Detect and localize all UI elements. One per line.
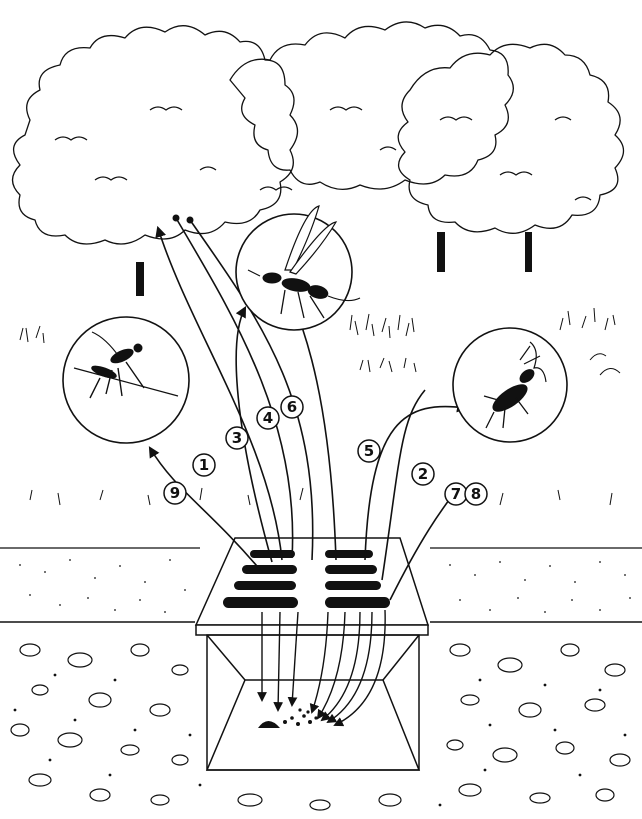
numbered-markers: 1 2 3 4 5 6 7 8	[164, 396, 487, 505]
marker-2: 2	[412, 463, 434, 485]
marker-5: 5	[358, 440, 380, 462]
trap-chamber	[207, 635, 419, 770]
inset-center-insect	[236, 206, 360, 330]
svg-text:2: 2	[418, 465, 428, 483]
marker-4: 4	[257, 407, 279, 429]
emergence-trap	[196, 538, 428, 770]
marker-8: 8	[465, 483, 487, 505]
nest-material	[258, 708, 318, 728]
inset-right-insect	[453, 328, 567, 442]
inset-left-insect	[63, 317, 189, 443]
marker-9: 9	[164, 482, 186, 504]
trap-front-rim	[196, 625, 428, 635]
svg-text:6: 6	[287, 398, 297, 416]
marker-1: 1	[193, 454, 215, 476]
soil-pebbles	[11, 644, 630, 810]
trap-chamber-floor	[207, 680, 419, 770]
svg-text:7: 7	[451, 485, 461, 503]
svg-text:4: 4	[263, 409, 273, 427]
marker-3: 3	[226, 427, 248, 449]
svg-text:8: 8	[471, 485, 481, 503]
svg-text:5: 5	[364, 442, 374, 460]
svg-text:9: 9	[170, 484, 180, 502]
marker-7: 7	[445, 483, 467, 505]
svg-text:3: 3	[232, 429, 242, 447]
svg-text:1: 1	[199, 456, 209, 474]
arrow-tail-dots	[173, 215, 194, 224]
marker-6: 6	[281, 396, 303, 418]
